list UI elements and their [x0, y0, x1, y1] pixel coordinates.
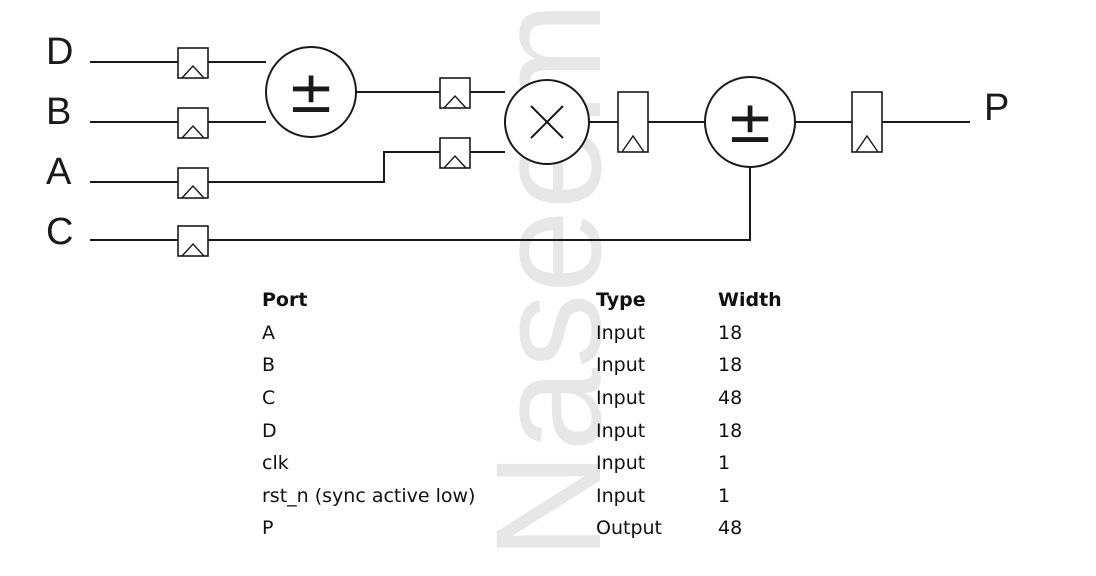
- wire-c-to-postadder: [90, 167, 751, 241]
- port-type: Input: [596, 321, 646, 344]
- port-type: Input: [596, 452, 646, 475]
- port-name: clk: [262, 452, 289, 475]
- port-width: 48: [718, 387, 743, 410]
- post-adder-symbol: ±: [726, 88, 775, 156]
- port-width: 48: [718, 517, 743, 540]
- table-row: B Input 18: [262, 349, 798, 382]
- port-width: 18: [718, 419, 743, 442]
- port-name: rst_n (sync active low): [262, 484, 476, 507]
- multiplier-symbol: [530, 105, 564, 139]
- header-port: Port: [262, 289, 308, 312]
- input-label-c: C: [46, 211, 73, 253]
- port-type: Input: [596, 387, 646, 410]
- multiplier: [504, 79, 590, 165]
- register-b: [177, 107, 209, 139]
- output-label-p: P: [984, 87, 1009, 129]
- register-preadder-out: [439, 77, 471, 109]
- table-row: clk Input 1: [262, 447, 798, 480]
- pre-adder: ±: [265, 46, 357, 138]
- port-name: A: [262, 321, 275, 344]
- port-type: Input: [596, 484, 646, 507]
- port-width: 18: [718, 321, 743, 344]
- port-type: Output: [596, 517, 662, 540]
- port-width: 1: [718, 452, 731, 475]
- input-label-b: B: [46, 91, 71, 133]
- port-name: B: [262, 354, 276, 377]
- register-a: [177, 167, 209, 199]
- register-d: [177, 47, 209, 79]
- wire-a-to-mult: [90, 151, 505, 183]
- input-label-d: D: [46, 31, 73, 73]
- port-table-header-row: Port Type Width: [262, 284, 798, 317]
- table-row: rst_n (sync active low) Input 1: [262, 480, 798, 513]
- register-mult-out: [617, 91, 649, 153]
- header-type: Type: [596, 289, 646, 312]
- port-name: D: [262, 419, 277, 442]
- port-name: P: [262, 517, 274, 540]
- input-label-a: A: [46, 151, 72, 193]
- register-c: [177, 225, 209, 257]
- post-adder: ±: [704, 76, 796, 168]
- table-row: C Input 48: [262, 382, 798, 415]
- table-row: P Output 48: [262, 512, 798, 545]
- port-table: Port Type Width A Input 18 B Input 18 C …: [262, 284, 798, 545]
- table-row: D Input 18: [262, 414, 798, 447]
- port-type: Input: [596, 419, 646, 442]
- port-name: C: [262, 387, 276, 410]
- register-p-out: [851, 91, 883, 153]
- port-width: 1: [718, 484, 731, 507]
- register-a-delay: [439, 137, 471, 169]
- port-width: 18: [718, 354, 743, 377]
- header-width: Width: [718, 289, 782, 312]
- wires: [90, 61, 970, 241]
- table-row: A Input 18: [262, 317, 798, 350]
- port-type: Input: [596, 354, 646, 377]
- pre-adder-symbol: ±: [287, 58, 336, 126]
